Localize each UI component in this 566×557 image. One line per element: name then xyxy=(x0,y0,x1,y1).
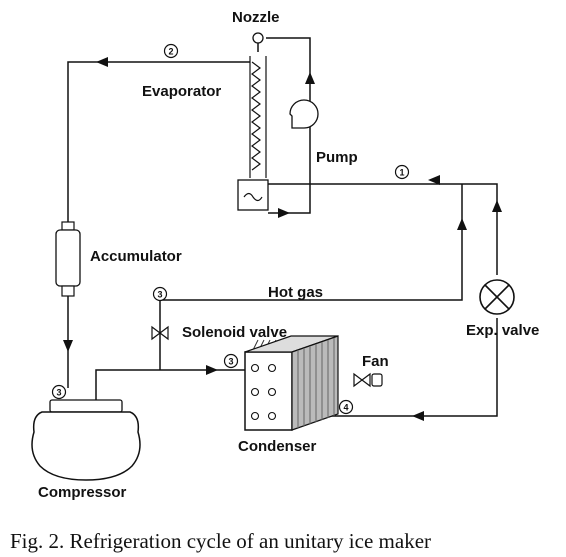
solenoid-valve: Solenoid valve xyxy=(151,324,287,341)
pump-icon xyxy=(289,99,319,129)
state-point-4: 4 xyxy=(338,399,354,415)
fan-blade-left xyxy=(353,372,363,388)
pipe-condenser-to-exp-valve xyxy=(292,318,498,417)
pipe-evaporator-to-accumulator xyxy=(67,61,250,222)
condenser: Condenser xyxy=(238,335,339,455)
fan-motor-icon xyxy=(371,373,383,387)
accumulator-bottom-cap xyxy=(61,285,75,297)
expansion-valve: Exp. valve xyxy=(466,279,539,339)
condenser-tube-bends xyxy=(250,363,277,421)
compressor-label: Compressor xyxy=(38,484,127,501)
solenoid-valve-right-triangle xyxy=(159,325,169,341)
fan-blade-right xyxy=(361,372,371,388)
evaporator: Evaporator xyxy=(142,56,267,178)
flow-arrows xyxy=(63,57,502,421)
exp-valve-label: Exp. valve xyxy=(466,322,539,339)
pump-label: Pump xyxy=(316,149,358,166)
state-point-markers: 2 1 3 3 3 4 xyxy=(51,43,410,415)
arrow-right-discharge xyxy=(206,365,218,375)
svg-text:1: 1 xyxy=(399,168,404,178)
nozzle-label: Nozzle xyxy=(232,9,280,26)
arrow-left-liquid xyxy=(412,411,424,421)
condenser-fins xyxy=(244,335,339,431)
state-point-3-discharge: 3 xyxy=(223,353,239,369)
condenser-label: Condenser xyxy=(238,438,317,455)
svg-text:3: 3 xyxy=(56,388,61,398)
evaporator-label: Evaporator xyxy=(142,83,221,100)
evaporator-zigzag-coil xyxy=(251,61,261,171)
svg-text:2: 2 xyxy=(168,47,173,57)
water-wave-icon xyxy=(243,192,263,202)
svg-text:3: 3 xyxy=(228,357,233,367)
fan: Fan xyxy=(353,353,389,388)
fan-label: Fan xyxy=(362,353,389,370)
accumulator-body xyxy=(55,229,81,287)
water-tray xyxy=(237,179,269,211)
compressor: Compressor xyxy=(31,399,141,501)
solenoid-valve-label: Solenoid valve xyxy=(182,324,287,341)
pipe-hot-gas-bypass xyxy=(159,184,463,370)
figure-caption: Fig. 2. Refrigeration cycle of an unitar… xyxy=(10,529,431,553)
state-point-3-compressor: 3 xyxy=(51,384,67,400)
arrow-up-pump xyxy=(305,72,315,84)
compressor-body xyxy=(31,411,141,481)
arrow-left-top xyxy=(96,57,108,67)
state-point-1: 1 xyxy=(394,164,410,180)
water-tray-box xyxy=(237,179,269,211)
arrow-up-exp-valve xyxy=(492,200,502,212)
pipe-compressor-to-condenser xyxy=(95,369,245,405)
hot-gas-label: Hot gas xyxy=(268,284,323,301)
accumulator-label: Accumulator xyxy=(90,248,182,265)
arrow-left-point1 xyxy=(428,175,440,185)
pump: Pump xyxy=(289,99,358,166)
arrow-up-hot-gas xyxy=(457,218,467,230)
svg-text:3: 3 xyxy=(157,290,162,300)
state-point-2: 2 xyxy=(163,43,179,59)
nozzle: Nozzle xyxy=(232,9,280,44)
solenoid-valve-left-triangle xyxy=(151,325,161,341)
state-point-3-hot-gas: 3 xyxy=(152,286,168,302)
nozzle-icon xyxy=(252,32,264,44)
accumulator: Accumulator xyxy=(55,221,182,297)
compressor-top-collar xyxy=(49,399,123,413)
pipe-exp-valve-to-evaporator xyxy=(268,183,498,275)
arrow-down-accumulator xyxy=(63,340,73,352)
svg-text:4: 4 xyxy=(343,403,348,413)
arrow-right-pump-inlet xyxy=(278,208,290,218)
accumulator-top-cap xyxy=(61,221,75,231)
